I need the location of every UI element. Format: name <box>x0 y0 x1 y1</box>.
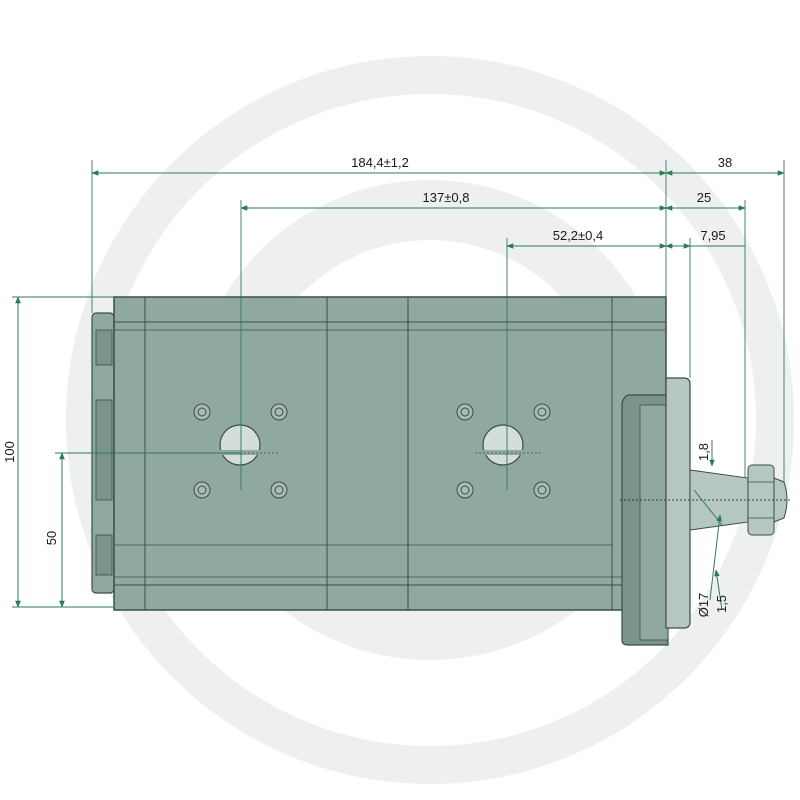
bolt-hole-icon <box>456 481 474 499</box>
pump-body <box>113 296 667 611</box>
dimension-height: 100 <box>2 441 17 463</box>
dimension-second-port-offset: 52,2±0,4 <box>553 228 604 243</box>
dimension-shaft-total: 38 <box>718 155 732 170</box>
dimension-shaft-diameter: Ø17 <box>696 593 711 618</box>
bolt-hole-icon <box>193 403 211 421</box>
bolt-hole-icon <box>533 403 551 421</box>
dimension-taper-offset: 1,5 <box>714 595 729 613</box>
drive-shaft <box>620 464 790 536</box>
dimension-overall-length: 184,4±1,2 <box>351 155 409 170</box>
dimension-key-width: 1,8 <box>696 443 711 461</box>
bolt-hole-icon <box>270 481 288 499</box>
bolt-hole-icon <box>456 403 474 421</box>
bolt-hole-icon <box>533 481 551 499</box>
dimension-shaft-step: 7,95 <box>700 228 725 243</box>
dimension-shaft-length: 25 <box>697 190 711 205</box>
front-flange <box>621 377 691 646</box>
port-2 <box>456 403 551 499</box>
bolt-hole-icon <box>193 481 211 499</box>
port-1 <box>193 403 288 499</box>
bolt-hole-icon <box>270 403 288 421</box>
dimension-lines <box>15 170 785 611</box>
dimension-half-height: 50 <box>44 531 59 545</box>
dimension-port-spacing: 137±0,8 <box>423 190 470 205</box>
